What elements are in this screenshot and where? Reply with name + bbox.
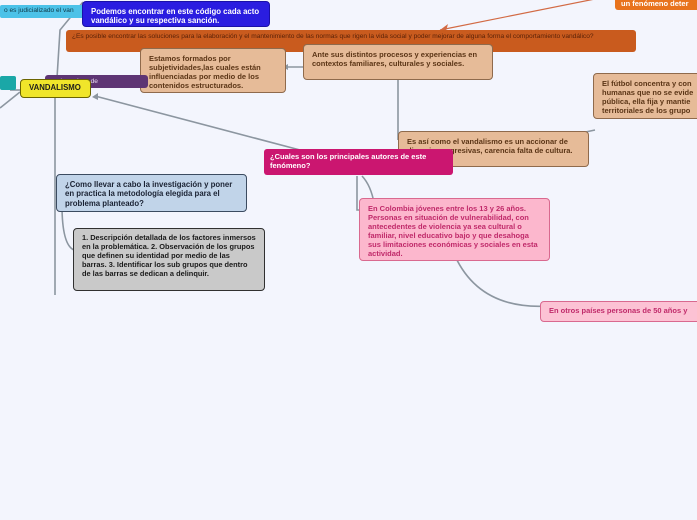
procesos-node[interactable]: Ante sus distintos procesos y experienci… <box>303 44 493 80</box>
pasos-node[interactable]: 1. Descripción detallada de los factores… <box>73 228 265 291</box>
codigo-label: Podemos encontrar en este código cada ac… <box>91 7 260 26</box>
estamos-formados-label: Estamos formados por subjetividades,las … <box>149 54 261 90</box>
accionar-label: Es así como el vandalismo es un accionar… <box>407 137 573 155</box>
colombia-label: En Colombia jóvenes entre los 13 y 26 añ… <box>368 204 538 258</box>
vandalismo-root-node[interactable]: VANDALISMO <box>20 79 91 98</box>
colombia-node[interactable]: En Colombia jóvenes entre los 13 y 26 añ… <box>359 198 550 261</box>
soluciones-node[interactable]: ¿Es posible encontrar las soluciones par… <box>66 30 636 52</box>
vandalismo-label: VANDALISMO <box>29 83 81 92</box>
procesos-label: Ante sus distintos procesos y experienci… <box>312 50 478 68</box>
fenomeno-top-node[interactable]: un fenómeno deter <box>615 0 697 10</box>
otros-paises-node[interactable]: En otros países personas de 50 años y <box>540 301 697 322</box>
estamos-formados-node[interactable]: Estamos formados por subjetividades,las … <box>140 48 286 93</box>
investigacion-node[interactable]: ¿Como llevar a cabo la investigación y p… <box>56 174 247 212</box>
investigacion-label: ¿Como llevar a cabo la investigación y p… <box>65 180 233 208</box>
pasos-label: 1. Descripción detallada de los factores… <box>82 233 256 278</box>
codigo-node[interactable]: Podemos encontrar en este código cada ac… <box>82 1 270 27</box>
otros-paises-label: En otros países personas de 50 años y <box>549 306 688 315</box>
futbol-node[interactable]: El fútbol concentra y con humanas que no… <box>593 73 697 119</box>
fenomeno-top-label: un fenómeno deter <box>621 0 689 8</box>
autores-label: ¿Cuales son los principales autores de e… <box>270 152 427 170</box>
soluciones-label: ¿Es posible encontrar las soluciones par… <box>72 33 594 40</box>
judicializado-node[interactable]: o es judicializado el van <box>0 5 84 18</box>
judicializado-label: o es judicializado el van <box>4 7 74 14</box>
teal-node[interactable] <box>0 76 16 90</box>
autores-node[interactable]: ¿Cuales son los principales autores de e… <box>264 149 453 175</box>
futbol-label: El fútbol concentra y con humanas que no… <box>602 79 694 115</box>
